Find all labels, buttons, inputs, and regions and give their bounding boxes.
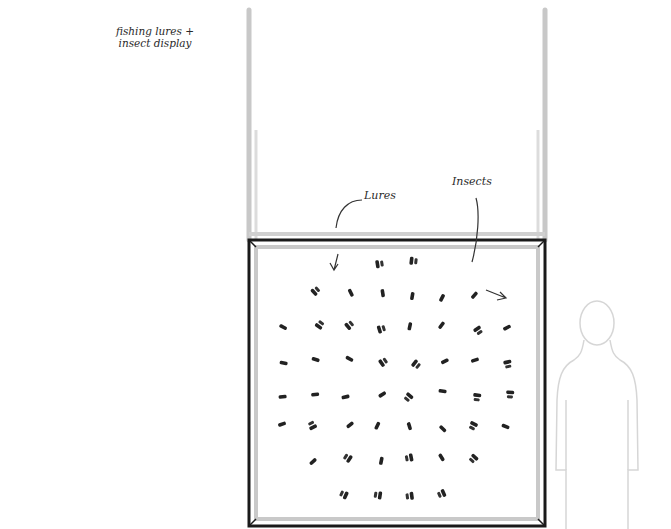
specimen	[438, 389, 446, 394]
display-case	[249, 240, 545, 526]
specimen	[471, 357, 480, 363]
specimen	[439, 425, 447, 433]
specimen	[311, 357, 320, 363]
specimen	[309, 458, 317, 466]
specimen	[278, 421, 287, 427]
specimen	[278, 395, 286, 399]
specimen	[468, 453, 479, 464]
part-label: Insects	[452, 176, 522, 188]
specimen	[403, 392, 414, 403]
specimen	[503, 324, 512, 331]
specimen	[345, 355, 354, 362]
specimen	[311, 392, 319, 396]
specimen	[347, 288, 354, 297]
specimen	[468, 421, 479, 432]
note-text: fishing lures + insect display	[100, 26, 210, 49]
specimen	[405, 453, 414, 462]
specimen	[339, 489, 349, 500]
specimen	[407, 322, 412, 331]
part-label: Lures	[364, 190, 424, 202]
specimen	[344, 319, 355, 330]
specimen	[374, 421, 381, 430]
specimen	[346, 421, 354, 429]
specimen	[341, 394, 350, 399]
specimen	[439, 294, 446, 303]
specimen	[279, 361, 288, 366]
leader-lines	[330, 198, 506, 300]
display-stand	[249, 10, 545, 240]
leader-line	[336, 200, 362, 228]
specimen	[436, 489, 446, 499]
specimen	[375, 259, 384, 268]
specimen	[342, 452, 353, 463]
specimen	[376, 324, 386, 334]
leader-line	[472, 198, 478, 262]
scale-figure	[556, 301, 638, 529]
specimen	[378, 356, 389, 367]
specimen	[506, 390, 514, 398]
specimen	[310, 285, 321, 296]
specimen	[411, 359, 422, 370]
specimen-marks	[278, 257, 515, 501]
specimen	[373, 491, 382, 500]
specimen	[501, 423, 510, 429]
specimen	[314, 319, 325, 330]
arrow-head	[330, 254, 338, 270]
specimen	[307, 420, 318, 431]
specimen	[279, 324, 288, 331]
specimen	[378, 391, 387, 398]
specimen	[410, 292, 415, 300]
arrow-head	[486, 290, 506, 300]
specimen	[438, 453, 445, 462]
specimen	[473, 393, 482, 402]
specimen	[407, 422, 413, 431]
specimen	[440, 358, 449, 365]
specimen	[405, 492, 414, 501]
specimen	[438, 321, 446, 330]
specimen	[470, 291, 478, 299]
specimen	[473, 325, 484, 336]
specimen	[380, 289, 385, 297]
specimen	[503, 360, 512, 369]
specimen	[379, 457, 384, 466]
specimen	[409, 257, 418, 266]
